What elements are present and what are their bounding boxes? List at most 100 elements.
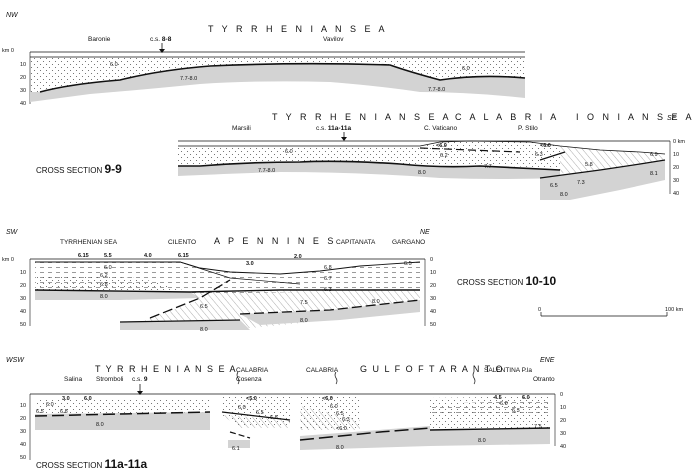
seafloor-lower xyxy=(178,140,666,155)
cs-arrowhead-upper xyxy=(159,49,165,53)
squiggle-3 xyxy=(472,371,476,385)
cs-arrowhead-11a xyxy=(137,391,143,395)
gulf-hatched-11a xyxy=(300,406,360,430)
vel-11a-17: 8.0 xyxy=(336,445,344,451)
rdepth-30-11a: 30 xyxy=(560,431,566,437)
cross-section-ref-11a: c.s. 11a-11a xyxy=(316,125,351,132)
vel-lower-10: 6.9 xyxy=(650,152,658,158)
depth-20-s10: 20 xyxy=(20,283,26,289)
vel-lower-5: 6.3 xyxy=(535,152,543,158)
vel-10-8: 6.8 xyxy=(324,265,332,271)
vel-10-10: 6.2 xyxy=(100,273,108,279)
rdepth-50-s10: 50 xyxy=(430,322,436,328)
mantle-gray-lower xyxy=(178,161,560,179)
vel-10-9: 6.5 xyxy=(404,261,412,267)
moho-upper xyxy=(39,62,526,93)
place-gargano: GARGANO xyxy=(392,239,425,246)
km0-upper: km 0 xyxy=(2,48,14,54)
cross-section-ref-8-8: c.s. 8-8 xyxy=(150,36,172,43)
vel-lower-3: <6.0 xyxy=(540,143,551,149)
vel-upper-1: 6.0 xyxy=(110,62,118,68)
fault-10-1 xyxy=(149,279,231,319)
place-stromboli: Stromboli xyxy=(96,376,123,383)
vel-10-12: 6.3 xyxy=(324,287,332,293)
vel-10-19: 8.0 xyxy=(200,327,208,333)
sea-label-10: TYRRHENIAN SEA xyxy=(60,239,118,246)
depth-30-lower: 30 xyxy=(673,178,679,184)
place-cosenza: Cosenza xyxy=(236,376,262,383)
crust-dotted-lower xyxy=(178,141,560,170)
section-10-10: SW NE TYRRHENIAN SEA CILENTO A P E N N I… xyxy=(2,229,556,333)
vel-upper-4: 7.7-8.0 xyxy=(428,87,445,93)
adriatic-hatched-10 xyxy=(130,290,420,328)
vel-lower-13: 7.3 xyxy=(577,180,585,186)
depth-20-upper: 20 xyxy=(20,75,26,81)
section-9-9-lower: T Y R R H E N I A N S E A C A L A B R I … xyxy=(36,112,695,200)
vel-11a-18: 4.5 xyxy=(494,395,502,401)
depth-0-lower: 0 km xyxy=(673,139,685,145)
rdepth-0-s10: 0 xyxy=(430,257,433,263)
depth-30-11a: 30 xyxy=(20,429,26,435)
direction-wsw: WSW xyxy=(6,357,25,364)
ionian-label: I O N I A N S E A xyxy=(576,112,695,122)
vel-10-4: 6.15 xyxy=(178,253,189,259)
moho-10 xyxy=(34,289,420,293)
tyrrhenian-mantle-10 xyxy=(35,290,200,300)
depth-10-upper: 10 xyxy=(20,62,26,68)
vel-11a-22: 7.5 xyxy=(534,424,542,430)
vel-lower-1: 6.0 xyxy=(285,149,293,155)
depth-30-s10: 30 xyxy=(20,296,26,302)
squiggle-2 xyxy=(334,371,338,385)
fault-10-2 xyxy=(239,299,421,315)
vel-10-15: 6.5 xyxy=(200,304,208,310)
vel-10-16: 7.5 xyxy=(300,300,308,306)
direction-ene: ENE xyxy=(540,357,555,364)
vel-11a-4: 6.5 xyxy=(36,409,44,415)
fault-lower-1 xyxy=(419,147,521,153)
vel-lower-7: 8.0 xyxy=(418,170,426,176)
vel-11a-15: 6.3 xyxy=(342,417,350,423)
vel-lower-8: 7.7 xyxy=(484,164,492,170)
calabria-label: C A L A B R I A xyxy=(455,112,559,122)
vel-10-14: 8.0 xyxy=(100,294,108,300)
thrust-10 xyxy=(179,261,301,285)
squiggle-1 xyxy=(236,371,240,385)
place-vaticano: C. Vaticano xyxy=(424,125,458,132)
section-9-9-title: CROSS SECTION 9-9 xyxy=(36,162,122,176)
vel-lower-2: <6.0 xyxy=(436,143,447,149)
calabria-hatched-11a xyxy=(222,415,290,428)
direction-nw: NW xyxy=(6,12,19,19)
depth-50-11a: 50 xyxy=(20,455,26,461)
rdepth-20-s10: 20 xyxy=(430,283,436,289)
place-marsili: Marsili xyxy=(232,125,251,132)
depth-50-s10: 50 xyxy=(20,322,26,328)
ionian-slab-top xyxy=(539,159,666,179)
vel-11a-3: 6.0 xyxy=(46,402,54,408)
rdepth-10-11a: 10 xyxy=(560,405,566,411)
place-salina: Salina xyxy=(64,376,82,383)
vel-11a-1: 3.0 xyxy=(62,396,70,402)
cross-section-ref-9: c.s. 9 xyxy=(132,376,148,383)
depth-20-11a: 20 xyxy=(20,416,26,422)
vel-lower-4: 6.2 xyxy=(440,153,448,159)
vel-10-1: 6.15 xyxy=(78,253,89,259)
rdepth-0-11a: 0 xyxy=(560,392,563,398)
place-stilo: P. Stilo xyxy=(518,125,538,132)
moho-11a-east xyxy=(429,427,551,431)
calabria-mantle-patch xyxy=(228,440,250,448)
vel-11a-14: 6.5 xyxy=(336,411,344,417)
vel-10-11: 6.7 xyxy=(324,276,332,282)
vel-11a-2: 6.0 xyxy=(84,396,92,402)
vel-11a-13: 6.0 xyxy=(330,404,338,410)
calabria-slab xyxy=(229,431,251,439)
direction-sw: SW xyxy=(6,229,19,236)
vel-10-7: 6.0 xyxy=(104,265,112,271)
depth-10-lower: 10 xyxy=(673,152,679,158)
slab-top-10 xyxy=(119,319,241,323)
crust-dotted-upper xyxy=(30,57,525,92)
depth-40-upper: 40 xyxy=(20,101,26,107)
vel-11a-10: 6.8 xyxy=(270,415,278,421)
vel-11a-8: 6.0 xyxy=(238,405,246,411)
vel-11a-12: <6.0 xyxy=(322,396,333,402)
